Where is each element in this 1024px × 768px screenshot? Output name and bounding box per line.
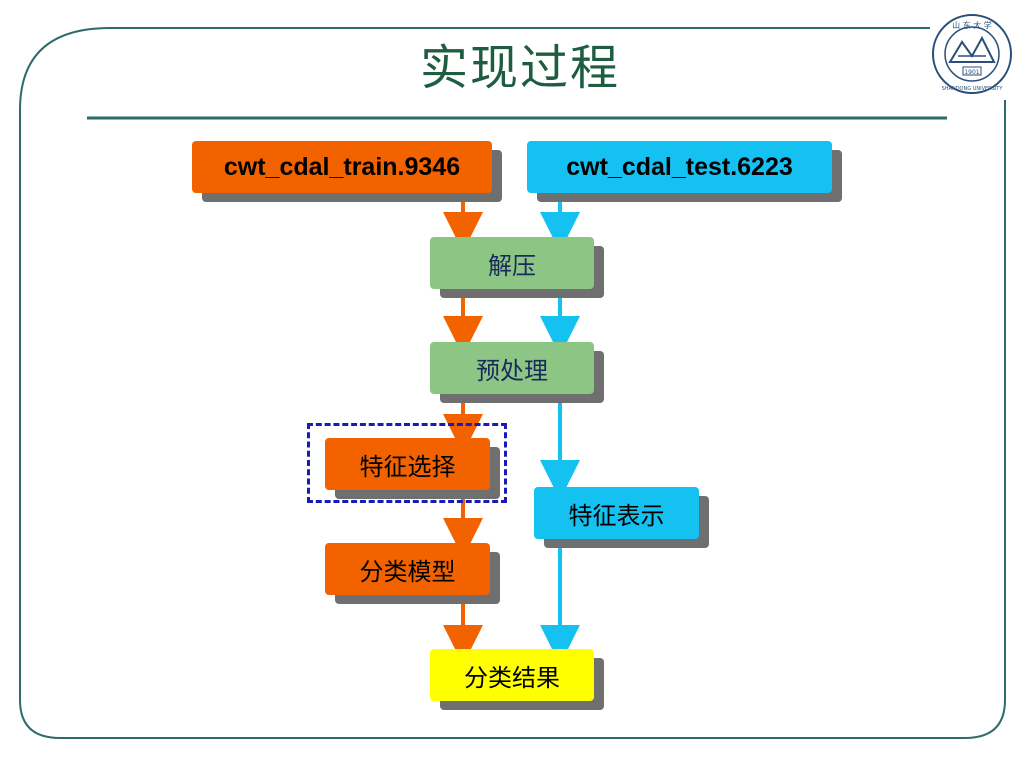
node-test-data: cwt_cdal_test.6223 bbox=[527, 141, 832, 193]
node-decompress: 解压 bbox=[430, 237, 594, 289]
node-feature-repr: 特征表示 bbox=[534, 487, 699, 539]
node-train-data: cwt_cdal_train.9346 bbox=[192, 141, 492, 193]
logo-text-bottom: SHANDONG UNIVERSITY bbox=[942, 86, 1004, 92]
node-result: 分类结果 bbox=[430, 649, 594, 701]
node-model: 分类模型 bbox=[325, 543, 490, 595]
node-preprocess: 预处理 bbox=[430, 342, 594, 394]
feature-select-highlight bbox=[307, 423, 507, 503]
logo-year: 1901 bbox=[964, 69, 979, 76]
logo-text-top: 山 东 大 学 bbox=[952, 20, 992, 30]
university-logo: 1901 山 东 大 学 SHANDONG UNIVERSITY bbox=[932, 14, 1012, 94]
slide-title: 实现过程 bbox=[419, 40, 620, 96]
